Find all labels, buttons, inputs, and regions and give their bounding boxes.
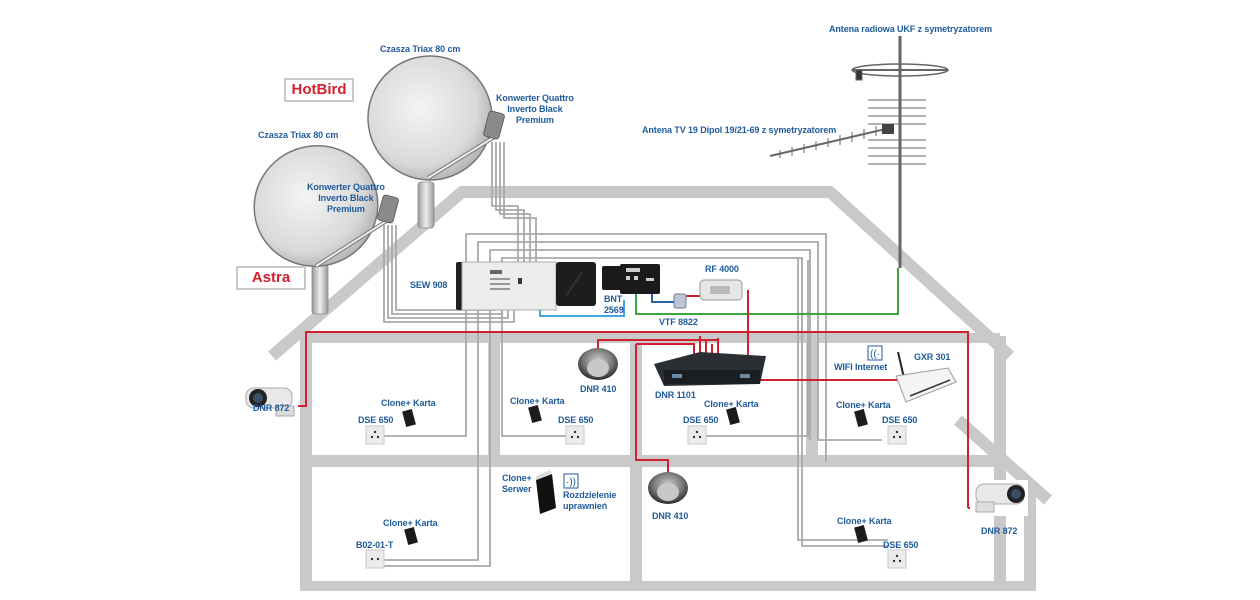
astra-dish-label: Czasza Triax 80 cm xyxy=(258,130,339,140)
camera-right-label: DNR 872 xyxy=(981,526,1018,536)
hotbird-dish-label: Czasza Triax 80 cm xyxy=(380,44,461,54)
bnt-2569-amplifier xyxy=(602,264,660,294)
astra-lnb-label: Konwerter Quattro Inverto Black Premium xyxy=(307,182,385,215)
lnb-line-1: Konwerter Quattro xyxy=(307,182,385,192)
lnb-line-3: Premium xyxy=(515,115,554,125)
room2-card-label: Clone+ Karta xyxy=(510,396,565,406)
room6-server-label: Clone+ Serwer xyxy=(502,473,532,495)
rights-line-2: uprawnień xyxy=(563,501,608,511)
lnb-line-3: Premium xyxy=(326,204,365,214)
sat-cables xyxy=(383,142,888,567)
room3-card-label: Clone+ Karta xyxy=(704,399,759,409)
lnb-line-1: Konwerter Quattro xyxy=(496,93,574,103)
room3-socket-label: DSE 650 xyxy=(683,415,719,425)
room4-socket-label: DSE 650 xyxy=(882,415,918,425)
hotbird-label: HotBird xyxy=(284,78,354,102)
psu xyxy=(556,262,596,306)
hotbird-lnb-label: Konwerter Quattro Inverto Black Premium xyxy=(496,93,574,126)
lnb-line-2: Inverto Black xyxy=(318,193,374,203)
dnr-1101-recorder xyxy=(654,352,766,386)
tv-antenna-label: Antena TV 19 Dipol 19/21-69 z symetryzat… xyxy=(642,125,837,135)
room5-card-label: Clone+ Karta xyxy=(383,518,438,528)
tv-radio-cables xyxy=(539,268,899,317)
astra-label: Astra xyxy=(236,266,306,290)
green-cable xyxy=(635,268,899,315)
rf-4000-label: RF 4000 xyxy=(705,264,739,274)
bnt-line-1: BNT xyxy=(604,294,623,304)
svg-text:·)): ·)) xyxy=(566,477,576,488)
room8-card-label: Clone+ Karta xyxy=(837,516,892,526)
terrestrial-antennas xyxy=(769,36,949,268)
room1-card-label: Clone+ Karta xyxy=(381,398,436,408)
bullet-camera-right xyxy=(970,480,1028,516)
radio-antenna-label: Antena radiowa UKF z symetryzatorem xyxy=(829,24,993,34)
svg-text:((·: ((· xyxy=(870,349,880,360)
wifi-icon: ((· xyxy=(867,345,883,361)
gxr-301-router xyxy=(895,351,957,403)
sew-908-label: SEW 908 xyxy=(410,280,448,290)
room3-recorder-label: DNR 1101 xyxy=(655,390,696,400)
room2-dome-label: DNR 410 xyxy=(580,384,617,394)
lnb-line-2: Inverto Black xyxy=(507,104,563,114)
roof-line xyxy=(268,186,1015,361)
light-blue-cable xyxy=(539,300,625,317)
access-rights-icon: ·)) xyxy=(563,473,579,489)
annex-roof xyxy=(954,415,1052,505)
sew-908-multiswitch xyxy=(456,261,557,311)
bnt-2569-label: BNT 2569 xyxy=(604,294,624,316)
room4-router-label: GXR 301 xyxy=(914,352,951,362)
bnt-line-2: 2569 xyxy=(604,305,624,315)
server-line-1: Clone+ xyxy=(502,473,532,483)
room6-rights-label: Rozdzielenie uprawnień xyxy=(563,490,616,512)
rights-line-1: Rozdzielenie xyxy=(563,490,617,500)
hotbird-dish xyxy=(367,55,505,229)
dome-camera-lower xyxy=(648,472,688,504)
room7-dome-label: DNR 410 xyxy=(652,511,689,521)
wall-sockets xyxy=(365,425,907,569)
dome-camera-upper xyxy=(578,348,618,380)
camera-left-label: DNR 872 xyxy=(253,403,290,413)
blue-cable xyxy=(651,294,678,303)
bullet-camera-left xyxy=(245,387,296,417)
room2-socket-label: DSE 650 xyxy=(558,415,594,425)
vtf-8822-label: VTF 8822 xyxy=(659,317,698,327)
room1-socket-label: DSE 650 xyxy=(358,415,394,425)
room5-socket-label: B02-01-T xyxy=(356,540,394,550)
smart-cards xyxy=(402,404,868,546)
astra-dish xyxy=(253,145,399,315)
rf-4000-modulator xyxy=(699,279,743,301)
room4-wifi-label: WIFI Internet xyxy=(834,362,888,372)
server-line-2: Serwer xyxy=(502,484,532,494)
clone-server xyxy=(536,470,556,514)
room8-socket-label: DSE 650 xyxy=(883,540,919,550)
room4-card-label: Clone+ Karta xyxy=(836,400,891,410)
vtf-8822-combiner xyxy=(673,293,687,309)
